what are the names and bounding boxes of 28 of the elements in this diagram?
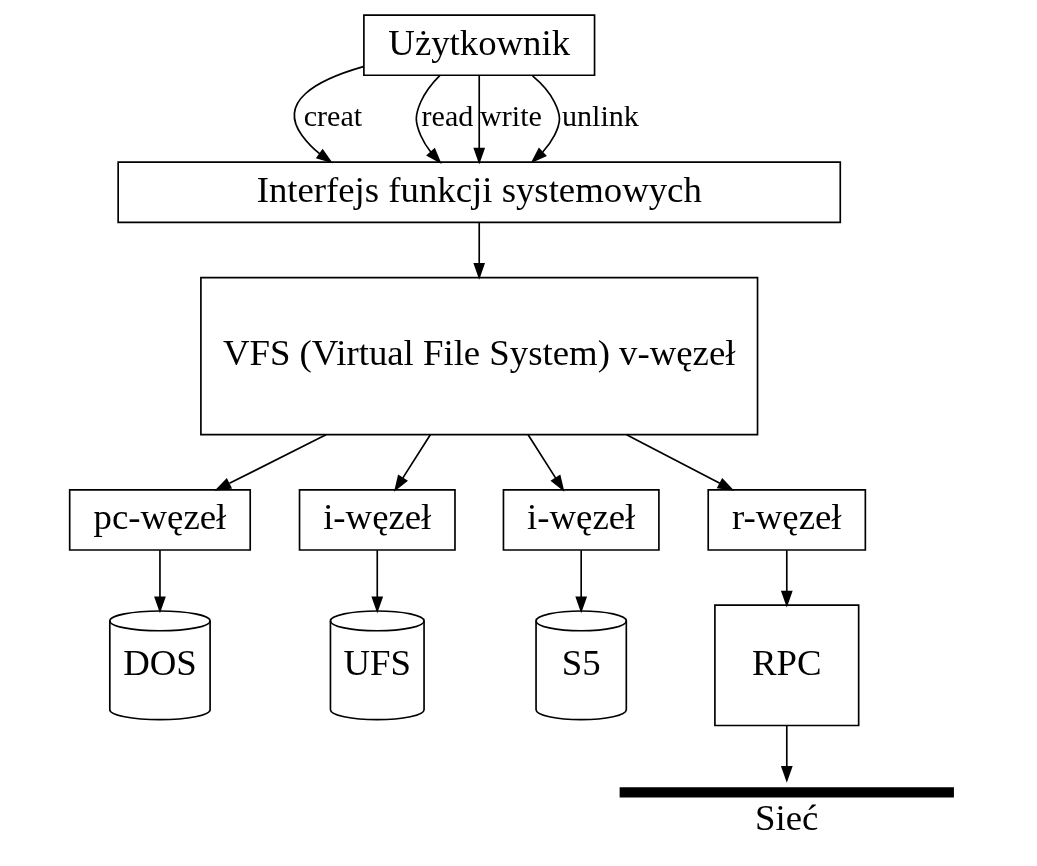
arrow [154, 549, 166, 614]
edge-label: creat [303, 99, 363, 134]
node-box: RPC [714, 604, 860, 727]
node-box: r-węzeł [707, 489, 867, 551]
arrow [780, 549, 793, 608]
node-box: i-węzeł [298, 489, 456, 551]
edge-label: read [421, 99, 474, 134]
arrow [415, 74, 442, 165]
arrow [527, 433, 565, 492]
arrow [625, 433, 735, 491]
node-box: pc-węzeł [68, 489, 252, 551]
edge-label: unlink [561, 99, 639, 134]
arrow [530, 75, 561, 164]
node-box: VFS (Virtual File System) v-węzeł [200, 276, 759, 436]
arrow [293, 65, 365, 164]
edge-label: write [480, 99, 542, 134]
arrow [214, 433, 327, 491]
arrow [575, 549, 588, 614]
node-box: i-węzeł [502, 489, 660, 551]
node-box [619, 787, 954, 798]
arrow [394, 433, 432, 492]
arrow [780, 724, 793, 783]
node-box: Użytkownik [363, 14, 596, 77]
arrow [371, 549, 384, 614]
node-box: Interfejs funkcji systemowych [117, 161, 842, 224]
node-label: Sieć [755, 797, 819, 839]
arrow [473, 221, 486, 280]
arrow [473, 75, 486, 165]
